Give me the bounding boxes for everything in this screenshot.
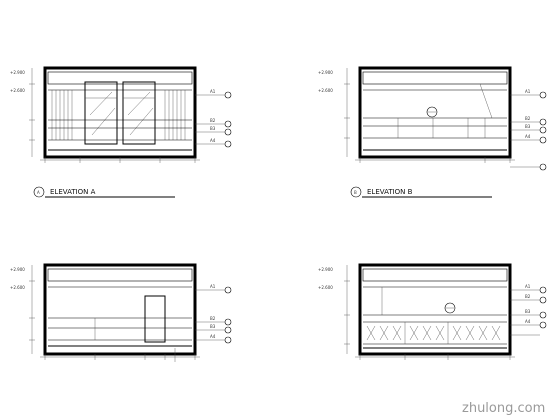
leaders-right xyxy=(195,94,225,145)
curtain-left xyxy=(51,90,73,140)
tag-label: A1 xyxy=(210,284,216,289)
ceiling-band xyxy=(362,268,508,282)
tag-circle xyxy=(539,126,547,134)
tag-circle xyxy=(539,163,547,171)
light-fixture-icon xyxy=(444,302,456,314)
balustrade-pattern xyxy=(366,322,501,344)
leaders-right xyxy=(510,94,540,168)
svg-text:+2.600: +2.600 xyxy=(10,285,25,290)
ceiling-band xyxy=(47,71,193,85)
svg-text:+2.900: +2.900 xyxy=(318,267,333,272)
tag-label: B2 xyxy=(525,116,531,121)
elevation-top-right: +2.900 +2.600 A1 B2 B3 A4 B ELEVATION B xyxy=(318,66,547,198)
svg-text:+2.600: +2.600 xyxy=(318,88,333,93)
tag-circle xyxy=(539,136,547,144)
tag-circle xyxy=(224,91,232,99)
ceiling-band xyxy=(362,71,508,85)
dimension-left xyxy=(29,265,35,354)
svg-text:+2.600: +2.600 xyxy=(318,285,333,290)
elevation-bottom-right: +2.900 +2.600 A1 B2 B3 A4 xyxy=(318,263,547,360)
door-panel xyxy=(144,295,166,343)
drawing-index: B xyxy=(354,190,357,195)
wall-outline xyxy=(43,66,197,159)
tag-label: A4 xyxy=(210,138,216,143)
tag-circle xyxy=(539,118,547,126)
tag-label: B3 xyxy=(525,124,531,129)
drawing-index: A xyxy=(37,190,40,195)
tag-label: A1 xyxy=(525,284,531,289)
dimension-bottom xyxy=(355,354,515,360)
leaders-right xyxy=(510,289,540,336)
tag-label: A4 xyxy=(525,319,531,324)
tag-label: B2 xyxy=(525,294,531,299)
tag-label: B3 xyxy=(525,309,531,314)
tag-circle xyxy=(539,321,547,329)
elevation-bottom-left: +2.900 +2.600 A1 B2 B3 A4 xyxy=(10,263,232,362)
tag-circle xyxy=(224,120,232,128)
elevation-top-left: +2.900 +2.600 A1 B2 B3 A4 A ELEVATION A xyxy=(10,66,232,198)
dimension-left xyxy=(29,68,35,157)
tag-circle xyxy=(539,311,547,319)
window-right xyxy=(122,81,156,145)
svg-text:+2.900: +2.900 xyxy=(10,70,25,75)
drawing-title: ELEVATION B xyxy=(367,188,413,196)
tag-label: B2 xyxy=(210,118,216,123)
tag-circle xyxy=(224,336,232,344)
dimension-bottom xyxy=(40,354,200,360)
svg-text:+2.600: +2.600 xyxy=(10,88,25,93)
tag-circle xyxy=(539,286,547,294)
tag-circle xyxy=(224,286,232,294)
tag-circle xyxy=(224,318,232,326)
leaders-right xyxy=(174,289,225,362)
dimension-bottom xyxy=(40,157,200,163)
svg-text:+2.900: +2.900 xyxy=(318,70,333,75)
curtain-right xyxy=(164,90,186,140)
tag-circle xyxy=(539,296,547,304)
tag-circle xyxy=(224,128,232,136)
tag-label: A4 xyxy=(210,334,216,339)
drawing-index-circle xyxy=(33,186,45,198)
tag-circle xyxy=(539,91,547,99)
dimension-left xyxy=(344,68,350,157)
dimension-left xyxy=(344,265,350,354)
svg-text:+2.900: +2.900 xyxy=(10,267,25,272)
wall-outline xyxy=(358,66,512,159)
tag-circle xyxy=(224,140,232,148)
dimension-bottom xyxy=(355,157,515,163)
tag-label: A1 xyxy=(525,89,531,94)
ceiling-band xyxy=(47,268,193,282)
watermark: zhulong.com xyxy=(462,401,545,416)
window-left xyxy=(84,81,118,145)
light-fixture-icon xyxy=(426,106,438,118)
wall-outline xyxy=(43,263,197,356)
tag-label: B3 xyxy=(210,324,216,329)
drawing-index-circle xyxy=(350,186,362,198)
wall-outline xyxy=(358,263,512,356)
drawing-title: ELEVATION A xyxy=(50,188,96,196)
tag-circle xyxy=(224,326,232,334)
tag-label: B3 xyxy=(210,126,216,131)
tag-label: A1 xyxy=(210,89,216,94)
tag-label: A4 xyxy=(525,134,531,139)
tag-label: B2 xyxy=(210,316,216,321)
